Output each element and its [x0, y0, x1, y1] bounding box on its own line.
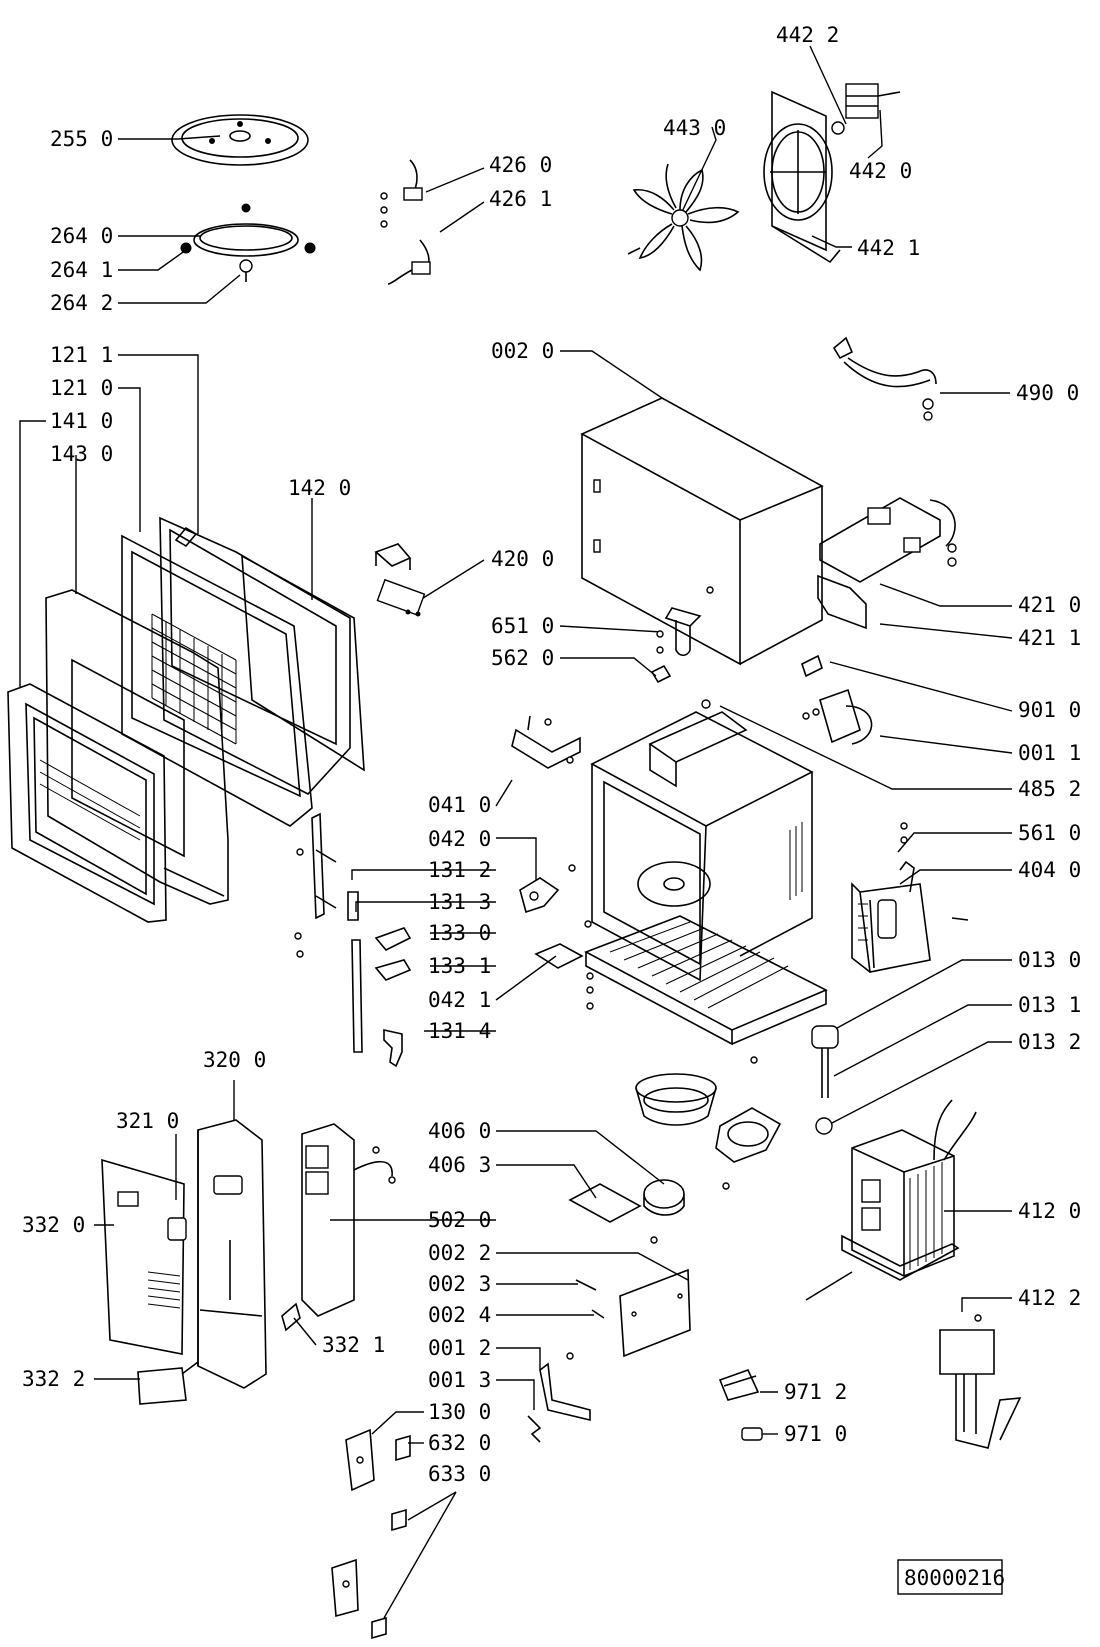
part-label-443-0: 443 0 — [663, 116, 726, 140]
part-label-971-2: 971 2 — [784, 1380, 847, 1404]
door-choke-part — [241, 554, 365, 772]
leader-lines — [19, 45, 1013, 1619]
part-label-971-0: 971 0 — [784, 1422, 847, 1446]
hinge-bracket-part — [511, 715, 581, 914]
part-labels: 442 2 255 0 443 0 442 0 426 0 426 1 442 … — [22, 23, 1081, 1486]
part-label-901-0: 901 0 — [1018, 698, 1081, 722]
latch-rod-part — [294, 812, 363, 1053]
fan-bracket-part — [763, 90, 841, 264]
part-label-013-1: 013 1 — [1018, 993, 1081, 1017]
part-label-651-0: 651 0 — [491, 614, 554, 638]
part-label-421-0: 421 0 — [1018, 593, 1081, 617]
hv-diode-part — [805, 1271, 1022, 1449]
part-label-420-0: 420 0 — [491, 547, 554, 571]
part-label-562-0: 562 0 — [491, 646, 554, 670]
part-label-332-0: 332 0 — [22, 1213, 85, 1237]
part-label-121-1: 121 1 — [50, 343, 113, 367]
magnetron-part — [851, 822, 969, 973]
door-screen-part — [121, 534, 313, 827]
turntable-plate-part — [171, 114, 309, 166]
part-label-632-0: 632 0 — [428, 1431, 491, 1455]
sensor-part — [650, 586, 714, 684]
part-label-255-0: 255 0 — [50, 127, 113, 151]
part-label-490-0: 490 0 — [1016, 381, 1079, 405]
part-label-485-2: 485 2 — [1018, 777, 1081, 801]
oven-cavity-part — [590, 699, 814, 982]
cooling-fan-part — [627, 163, 740, 272]
part-label-412-0: 412 0 — [1018, 1199, 1081, 1223]
part-label-264-0: 264 0 — [50, 224, 113, 248]
part-label-442-0: 442 0 — [849, 159, 912, 183]
part-label-426-1: 426 1 — [489, 187, 552, 211]
part-label-332-2: 332 2 — [22, 1367, 85, 1391]
door-button-part — [137, 1302, 301, 1405]
part-label-426-0: 426 0 — [489, 153, 552, 177]
fuse-part — [718, 1368, 763, 1441]
part-label-130-0: 130 0 — [428, 1400, 491, 1424]
part-label-406-0: 406 0 — [428, 1119, 491, 1143]
part-label-002-3: 002 3 — [428, 1272, 491, 1296]
part-label-633-0: 633 0 — [428, 1462, 491, 1486]
part-label-042-1: 042 1 — [428, 988, 491, 1012]
fuse-bracket-part — [801, 654, 873, 745]
control-pcb-part — [301, 1123, 396, 1317]
keypad-membrane-part — [101, 1158, 187, 1355]
waveguide-cover-part — [575, 1268, 691, 1358]
door-window-part — [7, 683, 167, 923]
diagram-id-text: 80000216 — [904, 1566, 1005, 1590]
roller-ring-part — [180, 203, 316, 282]
diagram-id-box: 80000216 — [897, 1559, 1005, 1595]
part-label-001-3: 001 3 — [428, 1368, 491, 1392]
part-label-264-2: 264 2 — [50, 291, 113, 315]
part-label-121-0: 121 0 — [50, 376, 113, 400]
part-label-442-2: 442 2 — [776, 23, 839, 47]
base-plate-part — [584, 915, 828, 1046]
part-label-042-0: 042 0 — [428, 827, 491, 851]
capacitor-part — [374, 543, 426, 617]
part-label-332-1: 332 1 — [322, 1333, 385, 1357]
part-label-001-2: 001 2 — [428, 1336, 491, 1360]
stirrer-motor-part — [811, 1025, 839, 1135]
part-label-406-3: 406 3 — [428, 1153, 491, 1177]
part-label-404-0: 404 0 — [1018, 858, 1081, 882]
part-label-001-1: 001 1 — [1018, 741, 1081, 765]
microswitch-part — [331, 1428, 411, 1640]
part-label-041-0: 041 0 — [428, 793, 491, 817]
part-label-421-1: 421 1 — [1018, 626, 1081, 650]
control-board-part — [817, 497, 957, 630]
latch-hook-part — [374, 927, 412, 1068]
part-label-142-0: 142 0 — [288, 476, 351, 500]
part-label-002-2: 002 2 — [428, 1241, 491, 1265]
door-inner-frame-part — [159, 516, 351, 795]
part-label-013-2: 013 2 — [1018, 1030, 1081, 1054]
part-label-412-2: 412 2 — [1018, 1286, 1081, 1310]
control-panel-part — [197, 1119, 267, 1389]
part-label-321-0: 321 0 — [116, 1109, 179, 1133]
wire-harness-part — [380, 159, 431, 285]
part-label-442-1: 442 1 — [857, 236, 920, 260]
fan-motor-part — [831, 83, 901, 135]
bottom-bracket-part — [534, 920, 594, 1010]
door-frame-part — [45, 589, 229, 905]
part-label-320-0: 320 0 — [203, 1048, 266, 1072]
power-cord-part — [832, 336, 937, 421]
part-label-002-4: 002 4 — [428, 1303, 491, 1327]
part-label-143-0: 143 0 — [50, 442, 113, 466]
part-label-002-0: 002 0 — [491, 339, 554, 363]
switch-bracket-part — [527, 1352, 591, 1443]
part-label-264-1: 264 1 — [50, 258, 113, 282]
outer-cabinet-part — [580, 397, 824, 666]
transformer-part — [841, 1099, 977, 1281]
part-label-141-0: 141 0 — [50, 409, 113, 433]
turntable-motor-part — [568, 1056, 782, 1244]
part-label-013-0: 013 0 — [1018, 948, 1081, 972]
part-label-561-0: 561 0 — [1018, 821, 1081, 845]
